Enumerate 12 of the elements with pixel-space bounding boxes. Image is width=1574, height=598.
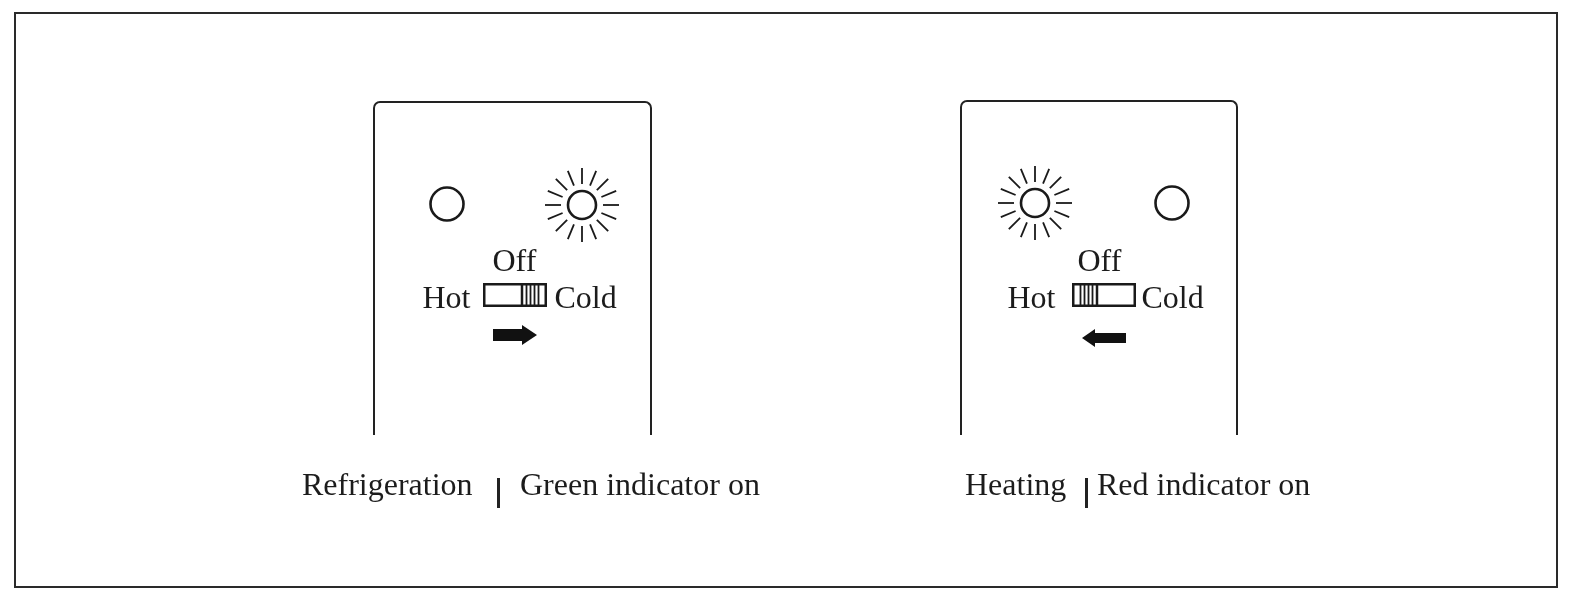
switch-label: Off: [492, 243, 537, 276]
caption-text: Heating: [965, 468, 1067, 500]
caption-text: Refrigeration: [302, 468, 473, 500]
switch-label: Hot: [1007, 280, 1056, 313]
control-panel: [373, 101, 652, 435]
caption-text: Green indicator on: [520, 468, 760, 500]
switch-label: Hot: [422, 280, 471, 313]
control-panel: [960, 100, 1238, 435]
switch-label: Cold: [554, 280, 617, 313]
caption-text: Red indicator on: [1097, 468, 1311, 500]
switch-label: Off: [1077, 243, 1122, 276]
switch-label: Cold: [1141, 280, 1204, 313]
